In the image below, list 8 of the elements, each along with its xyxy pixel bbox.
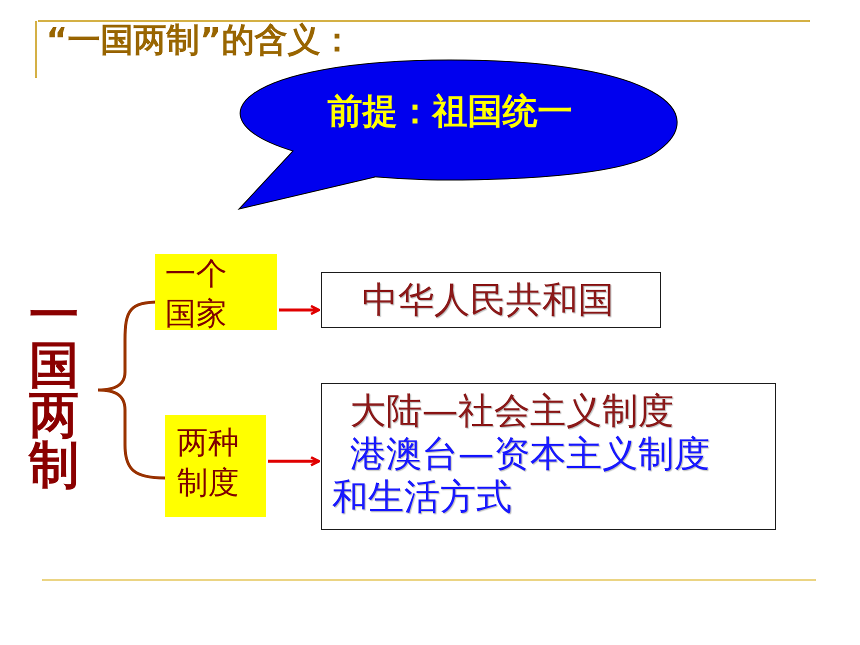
title: “一国两制”的含义：	[46, 19, 354, 61]
highlighted-term: 两种制度	[165, 415, 266, 517]
arrow	[268, 456, 320, 466]
vertical-label: 一国两制	[27, 290, 80, 490]
arrow	[279, 304, 320, 316]
text-box: 大陆—社会主义制度 港澳台—资本主义制度和生活方式	[321, 383, 776, 530]
text-box: 中华人民共和国	[321, 272, 661, 328]
highlighted-term: 一个国家	[155, 254, 277, 330]
